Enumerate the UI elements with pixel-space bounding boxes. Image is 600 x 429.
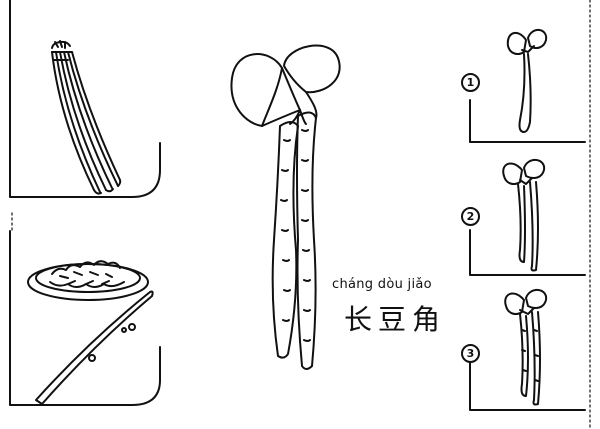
panel-frame-step-2 xyxy=(469,229,586,276)
step-1-drawing xyxy=(506,29,548,133)
bean-bundle-drawing xyxy=(51,40,122,195)
step-3-drawing xyxy=(504,289,548,406)
panel-frame-top-left xyxy=(9,0,161,198)
step-1-badge: 1 xyxy=(461,73,480,92)
main-bean-drawing xyxy=(230,44,341,370)
step-2-badge: 2 xyxy=(461,207,480,226)
panel-frame-step-1 xyxy=(469,99,586,143)
panel-frame-bottom-left xyxy=(9,230,161,406)
panel-frame-step-3 xyxy=(469,359,586,411)
pinyin-caption: cháng dòu jiǎo xyxy=(332,277,432,292)
step-2-drawing xyxy=(502,159,546,272)
chinese-title: 长豆角 xyxy=(344,303,447,336)
bean-dish-drawing xyxy=(27,260,154,405)
step-3-badge: 3 xyxy=(461,344,480,363)
